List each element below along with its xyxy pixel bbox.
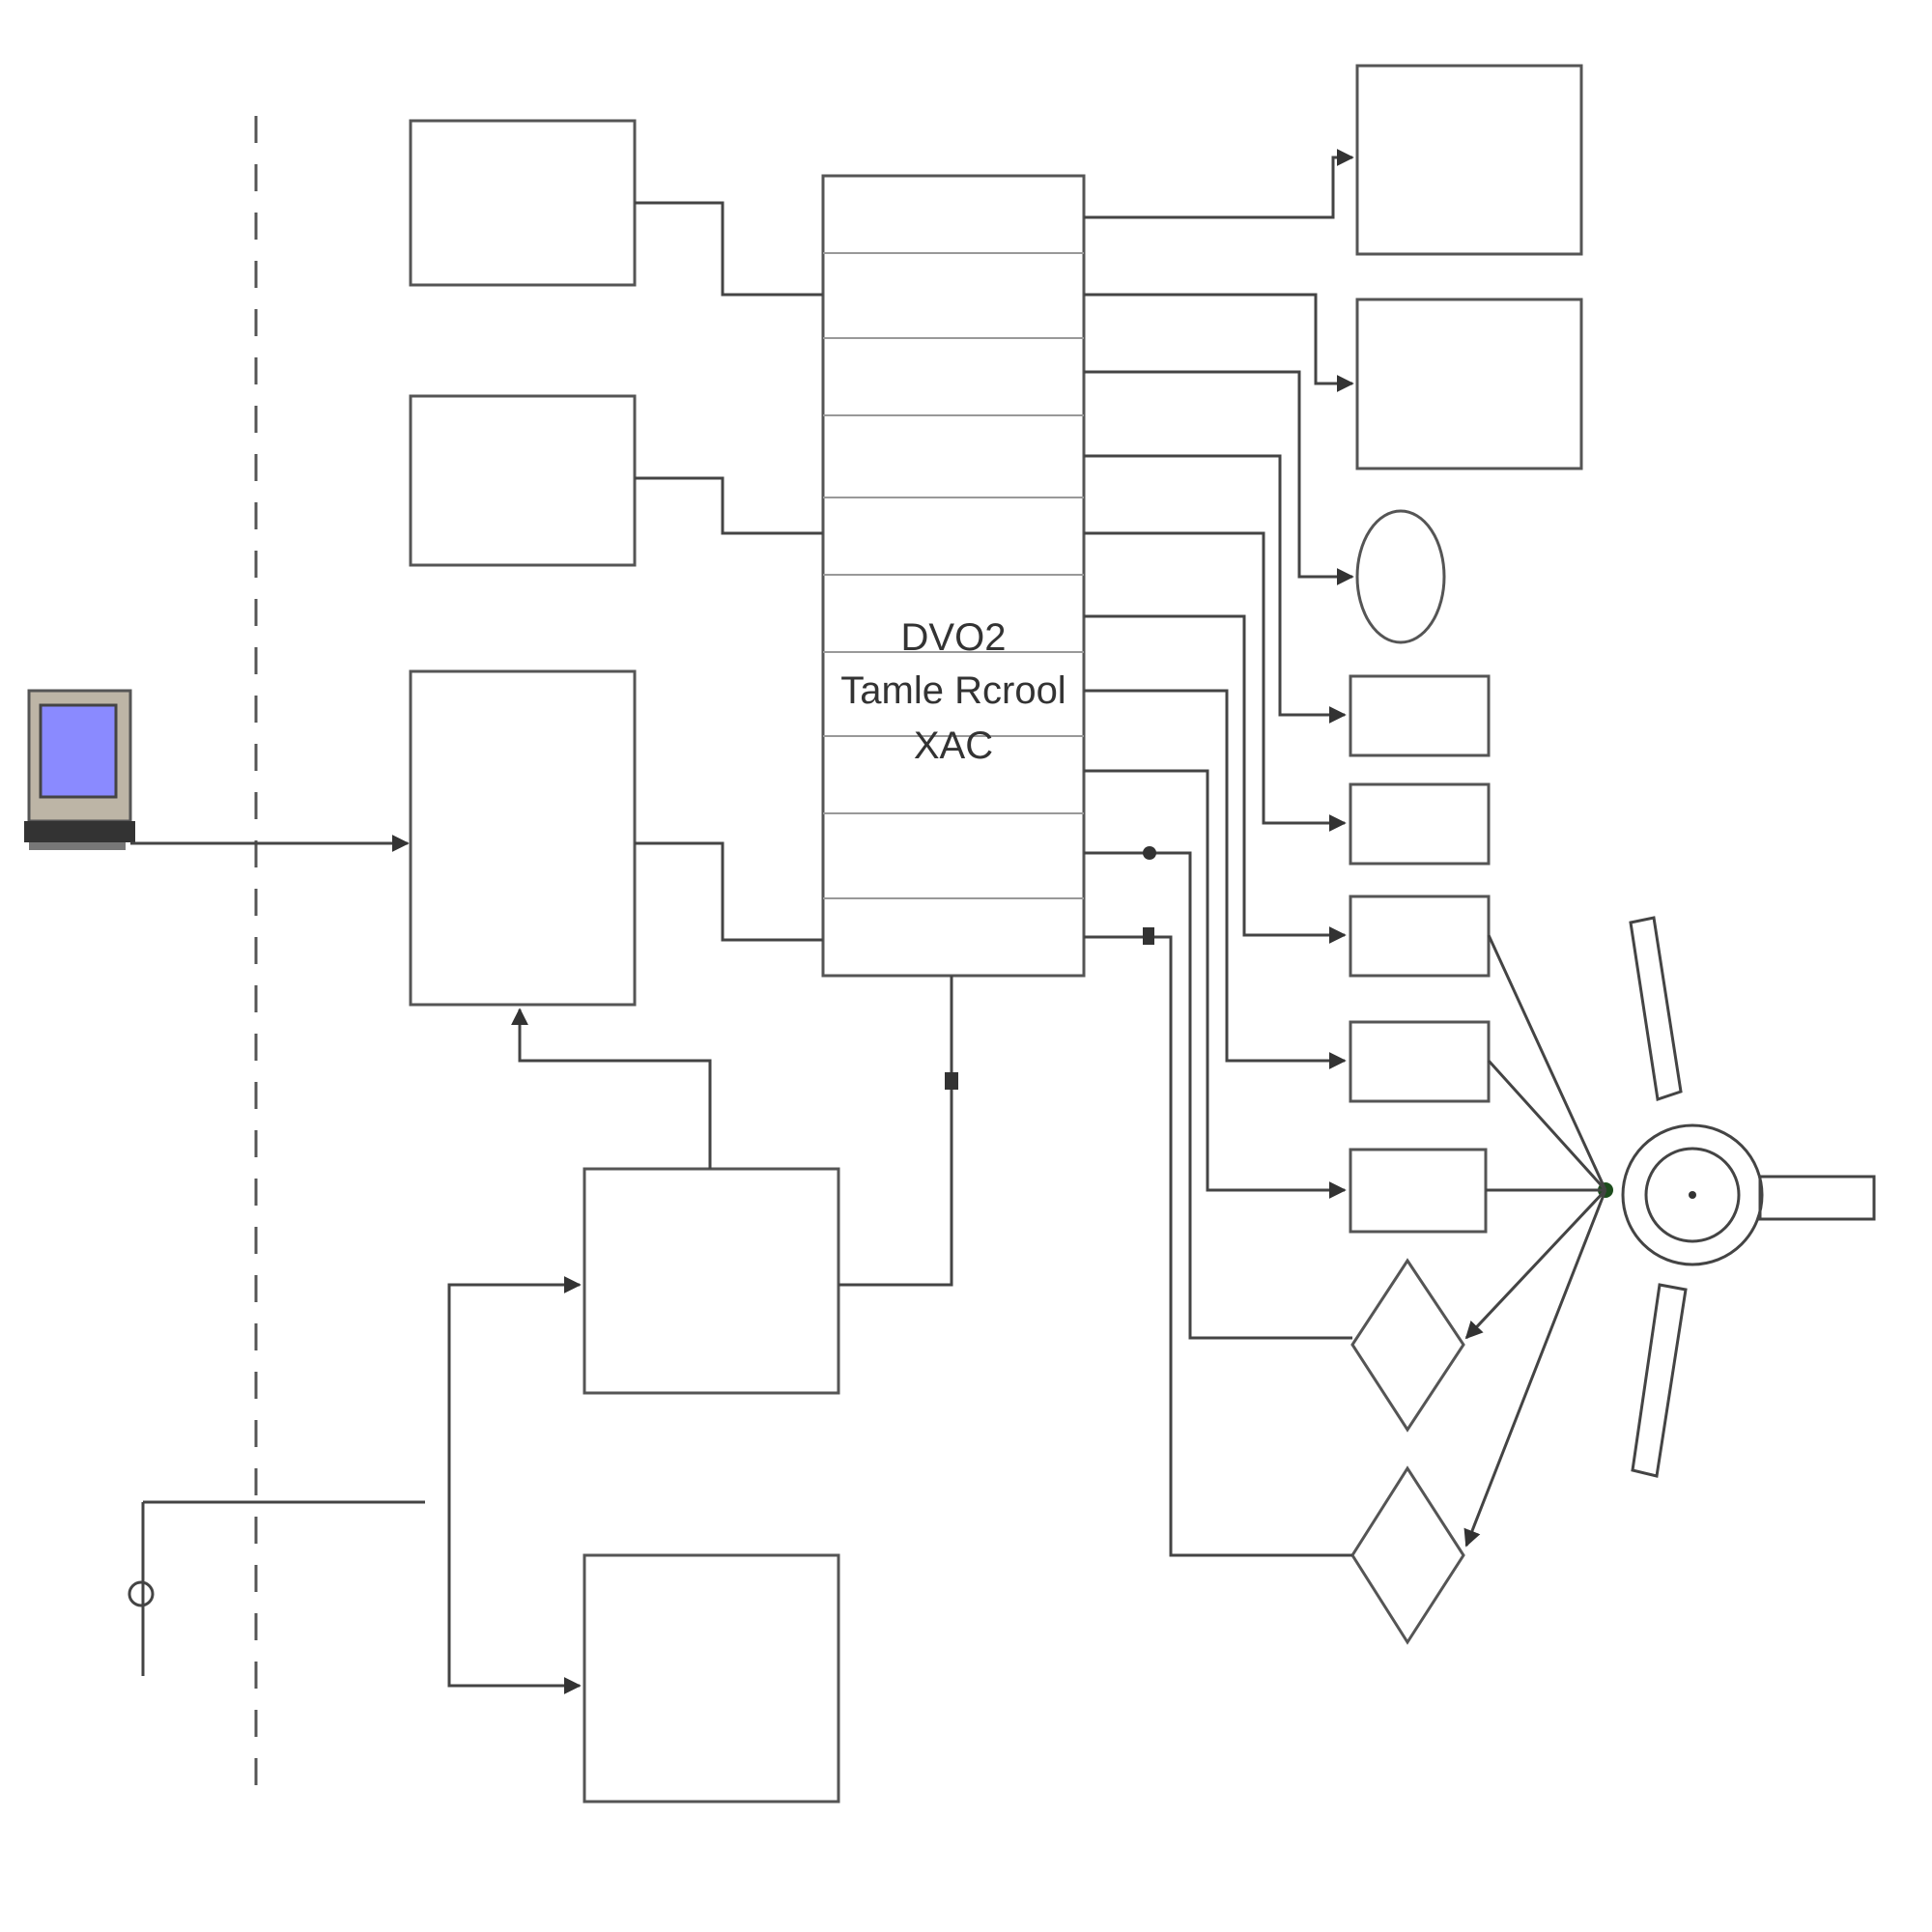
left-box-2	[409, 394, 637, 567]
right-box-1	[1355, 64, 1583, 256]
left-box-3	[409, 669, 637, 1007]
lower-box-1	[582, 1167, 840, 1395]
small-box-4	[1349, 1020, 1491, 1103]
sensor-symbol	[128, 1500, 425, 1676]
left-box-1	[409, 119, 637, 287]
central-unit-line1: DVO2	[901, 616, 1007, 659]
computer-terminal-icon	[24, 689, 135, 850]
right-oval	[1355, 509, 1446, 644]
central-unit-line2: Tamle Rcrool	[840, 669, 1065, 712]
rotor-icon	[1598, 916, 1876, 1478]
right-box-2	[1355, 298, 1583, 470]
small-box-2	[1349, 782, 1491, 866]
diamond-1	[1350, 1258, 1465, 1433]
central-unit-line3: XAC	[914, 724, 993, 767]
central-unit: DVO2 Tamle Rcrool XAC	[821, 174, 1086, 978]
lower-box-2	[582, 1553, 840, 1804]
diamond-2	[1350, 1465, 1465, 1645]
small-box-1	[1349, 674, 1491, 757]
small-box-3	[1349, 895, 1491, 978]
small-box-5	[1349, 1148, 1488, 1234]
